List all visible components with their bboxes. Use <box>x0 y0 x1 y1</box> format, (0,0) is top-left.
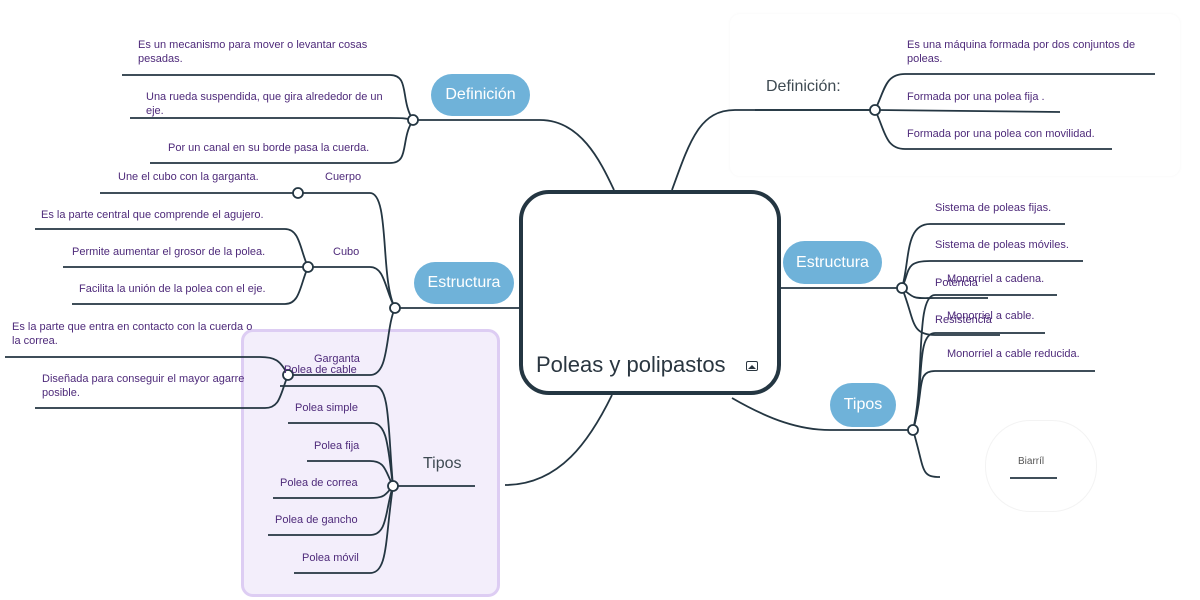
connector <box>130 117 414 121</box>
central-title: Poleas y polipastos <box>536 352 726 377</box>
connector <box>308 266 396 309</box>
connector <box>280 385 394 487</box>
connector <box>874 109 1061 113</box>
tipo-polea-item[interactable]: Polea fija <box>314 440 360 452</box>
poleas-definicion-topic[interactable]: Definición <box>431 74 530 116</box>
polipastos-estructura-item[interactable]: Sistema de poleas móviles. <box>935 239 1069 251</box>
garganta-subtopic[interactable]: Garganta <box>314 353 360 365</box>
connector <box>671 109 870 191</box>
poleas-tipos-topic[interactable]: Tipos <box>423 455 462 472</box>
node-circle <box>407 114 419 126</box>
connector <box>122 74 414 121</box>
connector <box>912 429 941 478</box>
poleas-estructura-topic[interactable]: Estructura <box>414 262 514 304</box>
connector <box>912 370 1095 431</box>
tipo-polea-item[interactable]: Polea móvil <box>302 552 359 564</box>
polipastos-definicion-item[interactable]: Es una máquina formada por dos conjuntos… <box>907 39 1136 65</box>
poleas-definicion-item[interactable]: Una rueda suspendida, que gira alrededor… <box>146 91 383 117</box>
connector <box>288 307 396 376</box>
polipastos-definicion-item[interactable]: Formada por una polea con movilidad. <box>907 128 1095 140</box>
tipo-polea-item[interactable]: Polea simple <box>295 402 358 414</box>
cubo-subtopic[interactable]: Cubo <box>333 246 360 258</box>
tipo-polipasto-item[interactable]: Monorriel a cable reducida. <box>947 348 1080 360</box>
tipo-polea-item[interactable]: Polea de cable <box>284 364 357 376</box>
connector <box>288 422 394 487</box>
connector <box>294 485 394 574</box>
tipo-polipasto-item[interactable]: Biarríl <box>1018 456 1045 467</box>
connector <box>268 485 394 536</box>
cubo-item[interactable]: Facilita la unión de la polea con el eje… <box>79 283 266 295</box>
polipastos-estructura-topic[interactable]: Estructura <box>783 241 882 284</box>
connector <box>731 397 913 431</box>
node-circle <box>389 302 401 314</box>
node-circle <box>282 369 294 381</box>
node-circle <box>896 282 908 294</box>
tipo-polea-item[interactable]: Polea de gancho <box>275 514 358 526</box>
node-circle <box>387 480 399 492</box>
connector <box>298 192 396 309</box>
garganta-item[interactable]: Es la parte que entra en contacto con la… <box>12 321 253 347</box>
connector <box>874 73 1155 111</box>
connector <box>150 119 414 164</box>
poleas-definicion-item[interactable]: Por un canal en su borde pasa la cuerda. <box>168 142 370 154</box>
image-icon[interactable] <box>746 361 758 371</box>
connector <box>413 119 615 191</box>
connector <box>35 374 289 409</box>
tipo-polipasto-item[interactable]: Monorriel a cable. <box>947 310 1035 322</box>
node-circle <box>302 261 314 273</box>
connector <box>874 109 1112 150</box>
polipastos-definicion-item[interactable]: Formada por una polea fija . <box>907 91 1045 103</box>
connector <box>901 287 1000 336</box>
poleas-definicion-item[interactable]: Es un mecanismo para mover o levantar co… <box>138 39 368 65</box>
node-circle <box>869 104 881 116</box>
polipastos-estructura-item[interactable]: Sistema de poleas fijas. <box>935 202 1052 214</box>
polipastos-estructura-item[interactable]: Potencia <box>935 277 978 289</box>
tipo-polea-item[interactable]: Polea de correa <box>280 477 358 489</box>
polipastos-tipos-topic[interactable]: Tipos <box>830 383 896 427</box>
connector <box>901 223 1065 289</box>
garganta-item[interactable]: Diseñada para conseguir el mayor agarre … <box>42 373 245 399</box>
cubo-item[interactable]: Permite aumentar el grosor de la polea. <box>72 246 266 258</box>
polipastos-estructura-item[interactable]: Resistencia <box>935 314 992 326</box>
node-circle <box>907 424 919 436</box>
cuerpo-item[interactable]: Une el cubo con la garganta. <box>118 171 259 183</box>
connector <box>504 394 613 486</box>
central-topic[interactable] <box>519 190 781 395</box>
node-circle <box>292 187 304 199</box>
polipastos-definicion-topic[interactable]: Definición: <box>766 78 841 95</box>
connector <box>72 266 309 305</box>
tipo-polipasto-item[interactable]: Monorriel a cadena. <box>947 273 1045 285</box>
cubo-item[interactable]: Es la parte central que comprende el agu… <box>41 209 264 221</box>
biarril-cloud <box>985 420 1097 512</box>
cuerpo-subtopic[interactable]: Cuerpo <box>325 171 362 183</box>
